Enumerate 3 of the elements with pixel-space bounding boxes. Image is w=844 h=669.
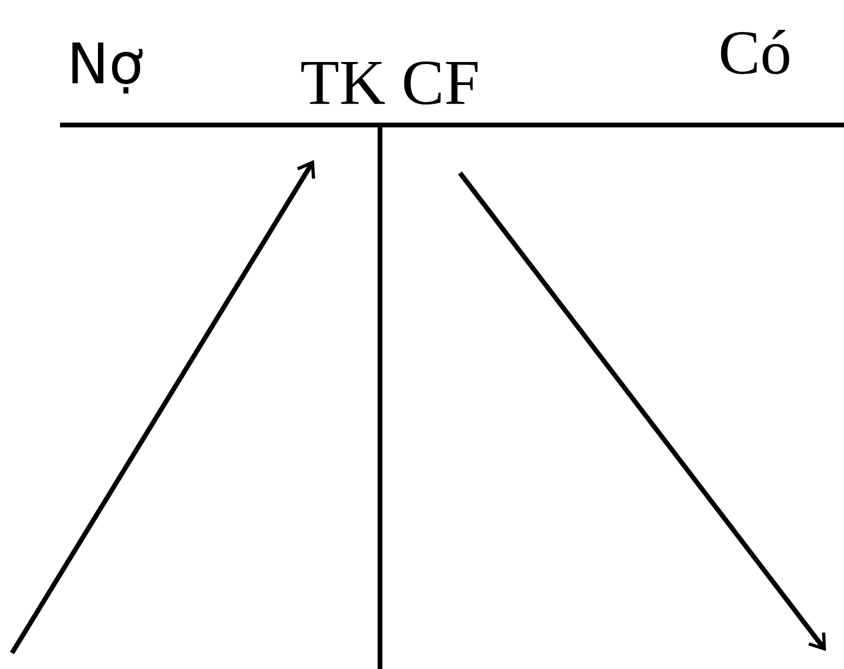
credit-label: Có	[721, 30, 790, 74]
account-title: TK CF	[301, 61, 478, 104]
debit-label: Nợ	[72, 42, 143, 94]
